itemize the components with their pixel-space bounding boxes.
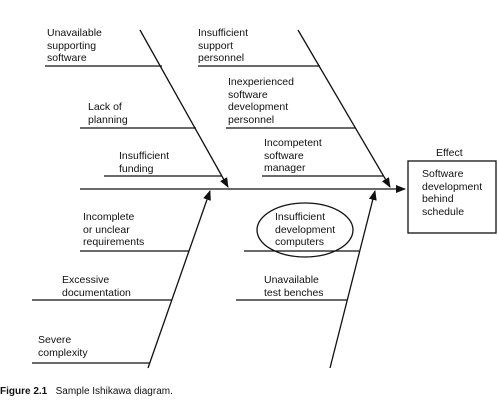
figure-caption-label: Figure 2.1 bbox=[0, 386, 48, 397]
cause-inexperienced-personnel: Inexperienced software development perso… bbox=[228, 76, 294, 126]
figure-caption-text: Sample Ishikawa diagram. bbox=[55, 386, 173, 397]
cause-insufficient-funding: Insufficient funding bbox=[119, 150, 170, 175]
cause-lack-of-planning: Lack of planning bbox=[88, 101, 128, 126]
cause-insufficient-support-personnel: Insufficient support personnel bbox=[198, 27, 249, 64]
bone-upper-left bbox=[139, 29, 229, 188]
cause-excessive-documentation: Excessive documentation bbox=[62, 274, 131, 299]
highlight-oval bbox=[256, 202, 354, 258]
effect-heading: Effect bbox=[436, 147, 463, 159]
effect-box bbox=[407, 160, 497, 234]
figure-caption: Figure 2.1 Sample Ishikawa diagram. bbox=[0, 386, 173, 397]
bone-lower-right bbox=[329, 190, 377, 369]
cause-severe-complexity: Severe complexity bbox=[38, 334, 88, 359]
cause-incompetent-manager: Incompetent software manager bbox=[264, 137, 322, 174]
cause-incomplete-requirements: Incomplete or unclear requirements bbox=[83, 211, 145, 248]
bone-upper-right bbox=[297, 29, 391, 188]
cause-unavailable-test-benches: Unavailable test benches bbox=[264, 274, 324, 299]
cause-insufficient-computers: Insufficient development computers bbox=[275, 211, 336, 248]
effect-text: Software development behind schedule bbox=[422, 168, 483, 218]
bone-lower-left bbox=[147, 190, 211, 369]
cause-unavailable-supporting-software: Unavailable supporting software bbox=[47, 27, 102, 64]
